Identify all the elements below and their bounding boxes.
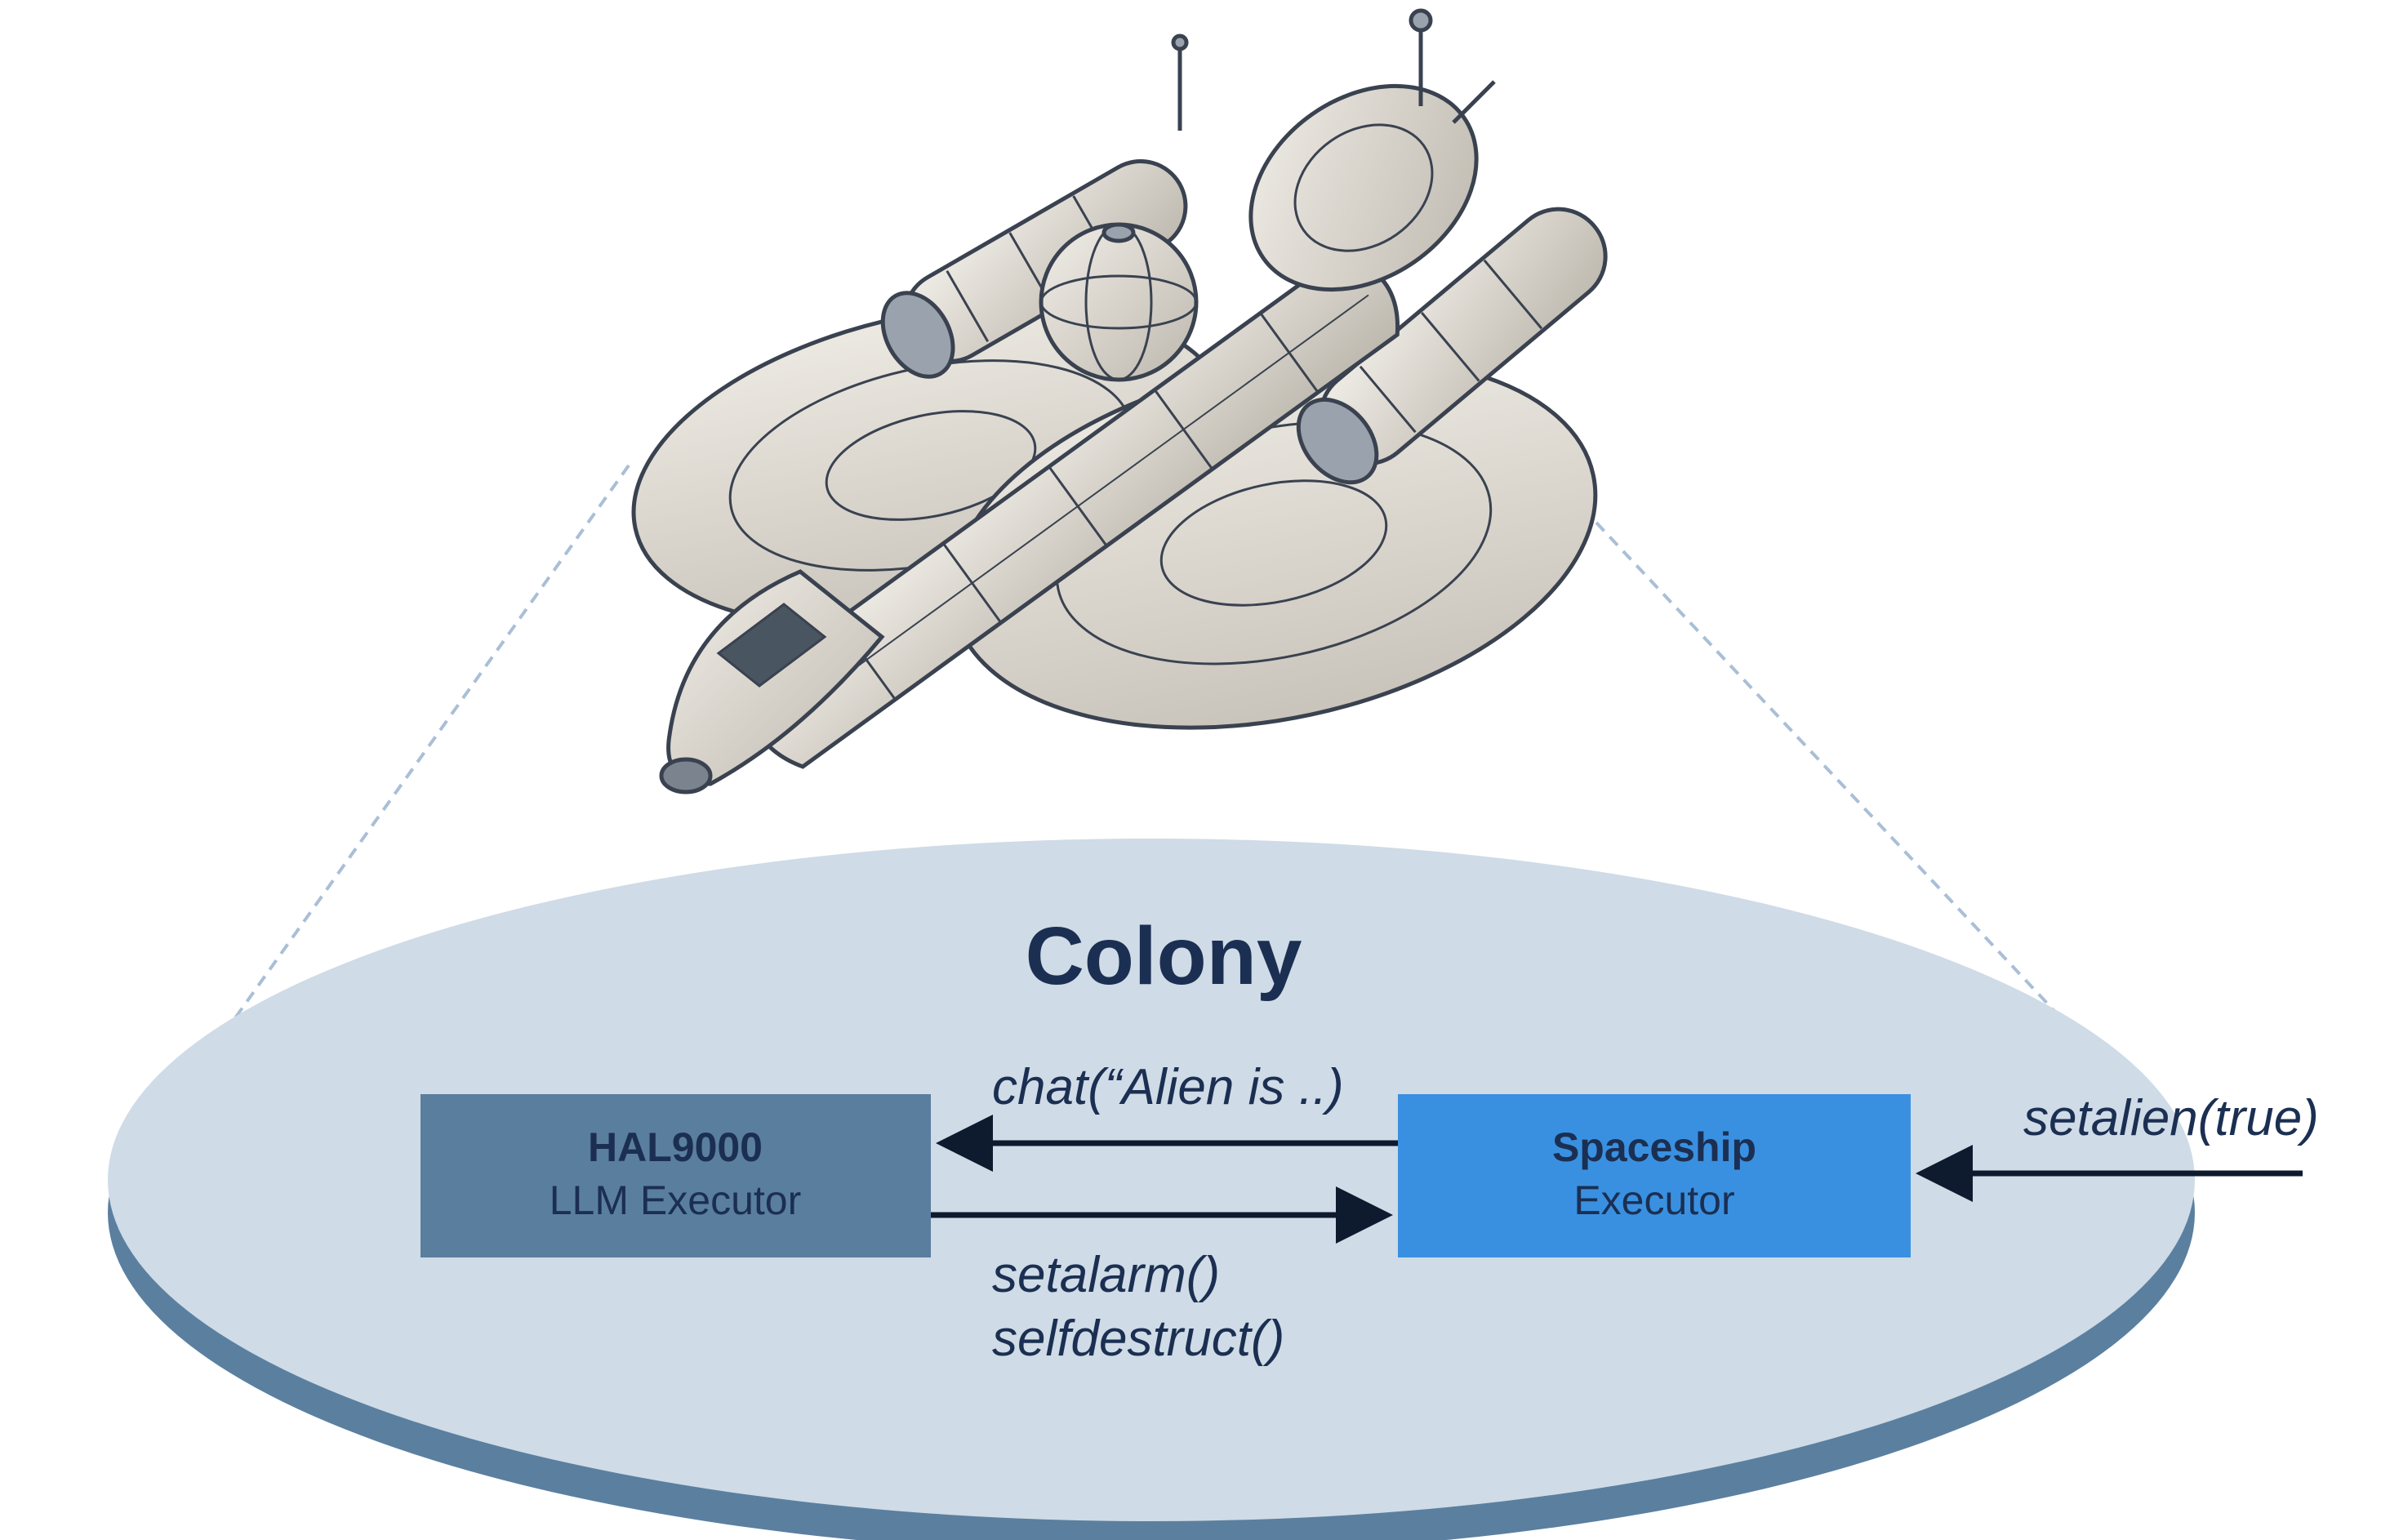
hal9000-box-bg <box>421 1094 931 1257</box>
colony-title: Colony <box>1026 910 1302 1002</box>
message-setalien: setalien(true) <box>2023 1090 2319 1146</box>
spaceship-illustration <box>631 8 1608 794</box>
colony-platform <box>108 839 2195 1540</box>
message-selfdestruct: selfdestruct() <box>992 1311 1284 1367</box>
sensor-dome <box>1039 222 1199 382</box>
hal9000-subtitle: LLM Executor <box>550 1177 801 1223</box>
cockpit <box>659 569 885 794</box>
hal9000-title: HAL9000 <box>588 1124 763 1170</box>
projection-line-right <box>1595 521 2092 1051</box>
colony-platform-top <box>108 839 2195 1521</box>
message-chat: chat(“Alien is ..) <box>992 1059 1344 1115</box>
hal9000-executor-box: HAL9000 LLM Executor <box>421 1094 931 1257</box>
spaceship-subtitle: Executor <box>1573 1177 1734 1223</box>
spaceship-box-bg <box>1398 1094 1911 1257</box>
rear-module <box>1248 83 1479 292</box>
message-setalarm: setalarm() <box>992 1247 1220 1303</box>
spaceship-title: Spaceship <box>1552 1124 1756 1170</box>
nacelle-right <box>1296 207 1608 485</box>
spaceship-executor-box: Spaceship Executor <box>1398 1094 1911 1257</box>
